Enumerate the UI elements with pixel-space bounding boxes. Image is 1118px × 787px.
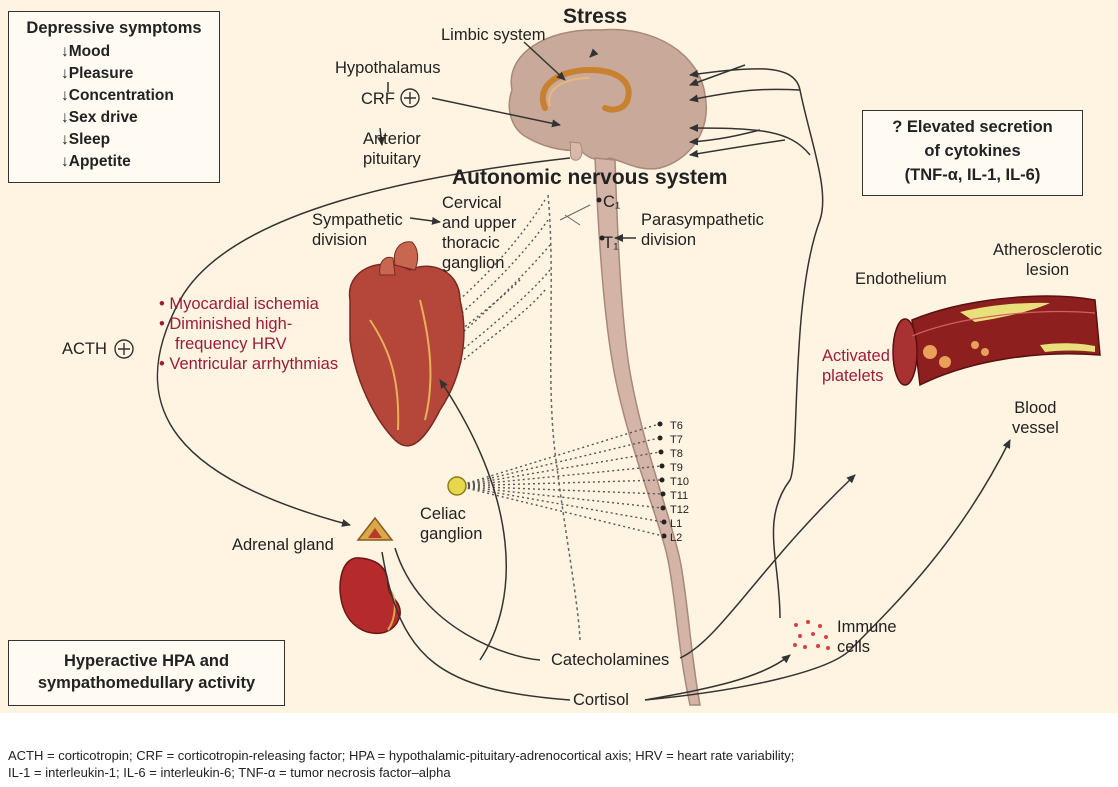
hpa-box: Hyperactive HPA and sympathomedullary ac… <box>8 640 285 706</box>
list-item: ↓Sex drive <box>61 107 219 129</box>
heart-effects-list: • Myocardial ischemia • Diminished high-… <box>159 294 338 374</box>
limbic-label: Limbic system <box>441 25 546 45</box>
anterior-pituitary-label: Anterior pituitary <box>363 129 421 169</box>
anterior-pituitary-line-1: Anterior <box>363 129 421 149</box>
hpa-line-2: sympathomedullary activity <box>9 672 284 694</box>
cytokine-line-1: ? Elevated secretion <box>863 115 1082 139</box>
blood-vessel-line-2: vessel <box>1012 418 1059 438</box>
sympathetic-label: Sympathetic division <box>312 210 403 250</box>
celiac-line-2: ganglion <box>420 524 482 544</box>
adrenal-label: Adrenal gland <box>232 535 334 555</box>
footnote-line-2: IL-1 = interleukin-1; IL-6 = interleukin… <box>8 765 1108 782</box>
celiac-ganglion <box>448 477 466 495</box>
cortisol-label: Cortisol <box>573 690 629 710</box>
heart-effect-item: • Ventricular arrhythmias <box>159 354 338 374</box>
depressive-symptoms-box: Depressive symptoms ↓Mood ↓Pleasure ↓Con… <box>8 11 220 183</box>
c1-label: C₁ <box>603 192 620 212</box>
list-item: ↓Concentration <box>61 85 219 107</box>
atherosclerotic-line-2: lesion <box>993 260 1102 280</box>
cytokine-box: ? Elevated secretion of cytokines (TNF-α… <box>862 110 1083 196</box>
ans-label: Autonomic nervous system <box>452 166 727 190</box>
blood-vessel-line-1: Blood <box>1012 398 1059 418</box>
cervical-line-2: and upper <box>442 213 516 233</box>
hypothalamus-label: Hypothalamus <box>335 58 440 78</box>
blood-vessel-illustration <box>893 296 1100 385</box>
celiac-line-1: Celiac <box>420 504 482 524</box>
sympathetic-line-2: division <box>312 230 403 250</box>
endothelium-label: Endothelium <box>855 269 947 289</box>
list-item: ↓Sleep <box>61 129 219 151</box>
acth-plus-icon <box>115 340 133 358</box>
list-item: ↓Mood <box>61 41 219 63</box>
platelets-line-2: platelets <box>822 366 890 386</box>
footnote: ACTH = corticotropin; CRF = corticotropi… <box>8 748 1108 781</box>
heart-effect-item: • Myocardial ischemia <box>159 294 338 314</box>
footnote-line-1: ACTH = corticotropin; CRF = corticotropi… <box>8 748 1108 765</box>
parasympathetic-label: Parasympathetic division <box>641 210 764 250</box>
depressive-list: ↓Mood ↓Pleasure ↓Concentration ↓Sex driv… <box>61 41 219 173</box>
parasympathetic-line-2: division <box>641 230 764 250</box>
immune-cells-dots <box>793 620 830 650</box>
acth-label: ACTH <box>62 339 107 359</box>
heart-effect-item: frequency HRV <box>159 334 338 354</box>
immune-label: Immune cells <box>837 617 897 657</box>
parasympathetic-line-1: Parasympathetic <box>641 210 764 230</box>
cervical-line-3: thoracic <box>442 233 516 253</box>
platelets-line-1: Activated <box>822 346 890 366</box>
sympathetic-chain <box>548 195 580 640</box>
immune-line-2: cells <box>837 637 897 657</box>
depressive-box-title: Depressive symptoms <box>9 18 219 39</box>
anterior-pituitary-line-2: pituitary <box>363 149 421 169</box>
cytokine-line-3: (TNF-α, IL-1, IL-6) <box>863 163 1082 187</box>
atherosclerotic-label: Atherosclerotic lesion <box>993 240 1102 280</box>
t1-label: T₁ <box>603 233 619 253</box>
cytokine-line-2: of cytokines <box>863 139 1082 163</box>
pituitary-shape <box>570 142 582 160</box>
hpa-line-1: Hyperactive HPA and <box>9 650 284 672</box>
blood-vessel-label: Blood vessel <box>1012 398 1059 438</box>
segment-label: L2 <box>670 528 682 548</box>
brain-shape <box>509 29 706 168</box>
diagram-panel: Depressive symptoms ↓Mood ↓Pleasure ↓Con… <box>0 0 1118 713</box>
crf-label: CRF <box>361 89 395 109</box>
cervical-ganglion-label: Cervical and upper thoracic ganglion <box>442 193 516 273</box>
activated-platelets-label: Activated platelets <box>822 346 890 386</box>
immune-line-1: Immune <box>837 617 897 637</box>
heart-effect-item: • Diminished high- <box>159 314 338 334</box>
list-item: ↓Pleasure <box>61 63 219 85</box>
list-item: ↓Appetite <box>61 151 219 173</box>
cervical-line-4: ganglion <box>442 253 516 273</box>
catecholamines-label: Catecholamines <box>551 650 669 670</box>
crf-plus-icon <box>401 89 419 107</box>
atherosclerotic-line-1: Atherosclerotic <box>993 240 1102 260</box>
cervical-line-1: Cervical <box>442 193 516 213</box>
sympathetic-line-1: Sympathetic <box>312 210 403 230</box>
stress-label: Stress <box>563 5 627 29</box>
celiac-label: Celiac ganglion <box>420 504 482 544</box>
